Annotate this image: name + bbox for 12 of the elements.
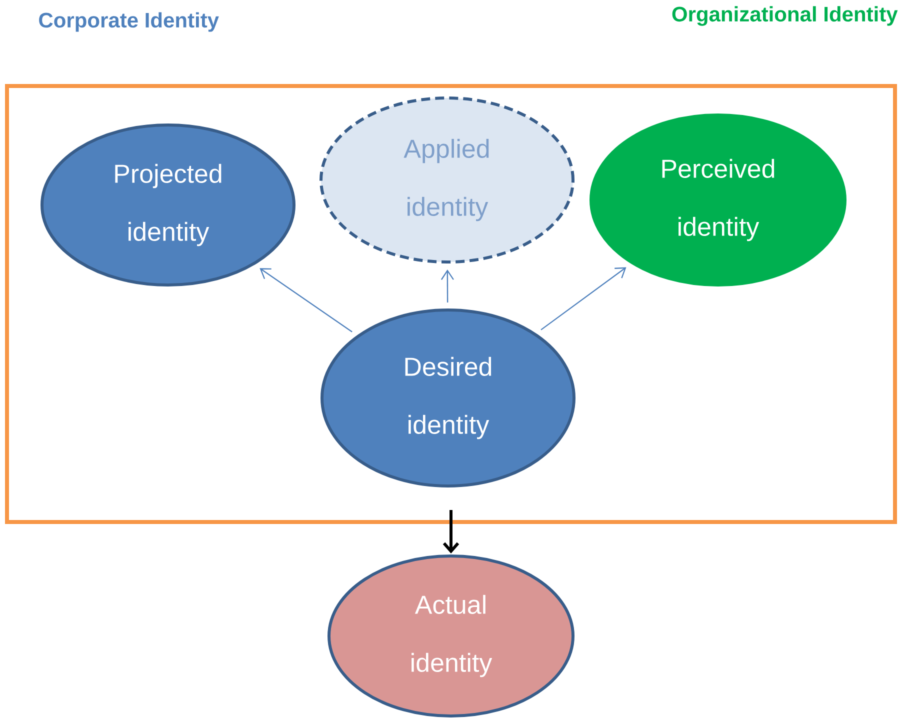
ellipse-node: Actual identity bbox=[328, 554, 574, 718]
arrow bbox=[540, 267, 626, 330]
arrow bbox=[440, 270, 454, 302]
ellipse-node: Perceived identity bbox=[590, 114, 847, 286]
frame-box bbox=[5, 84, 897, 524]
arrow bbox=[442, 510, 460, 554]
heading: Organizational Identity bbox=[672, 6, 898, 26]
ellipse-node: Projected identity bbox=[40, 124, 296, 286]
heading: Corporate Identity bbox=[39, 12, 219, 32]
ellipse-node: Desired identity bbox=[320, 308, 576, 488]
ellipse-node: Applied identity bbox=[320, 96, 574, 264]
arrow bbox=[260, 268, 352, 332]
